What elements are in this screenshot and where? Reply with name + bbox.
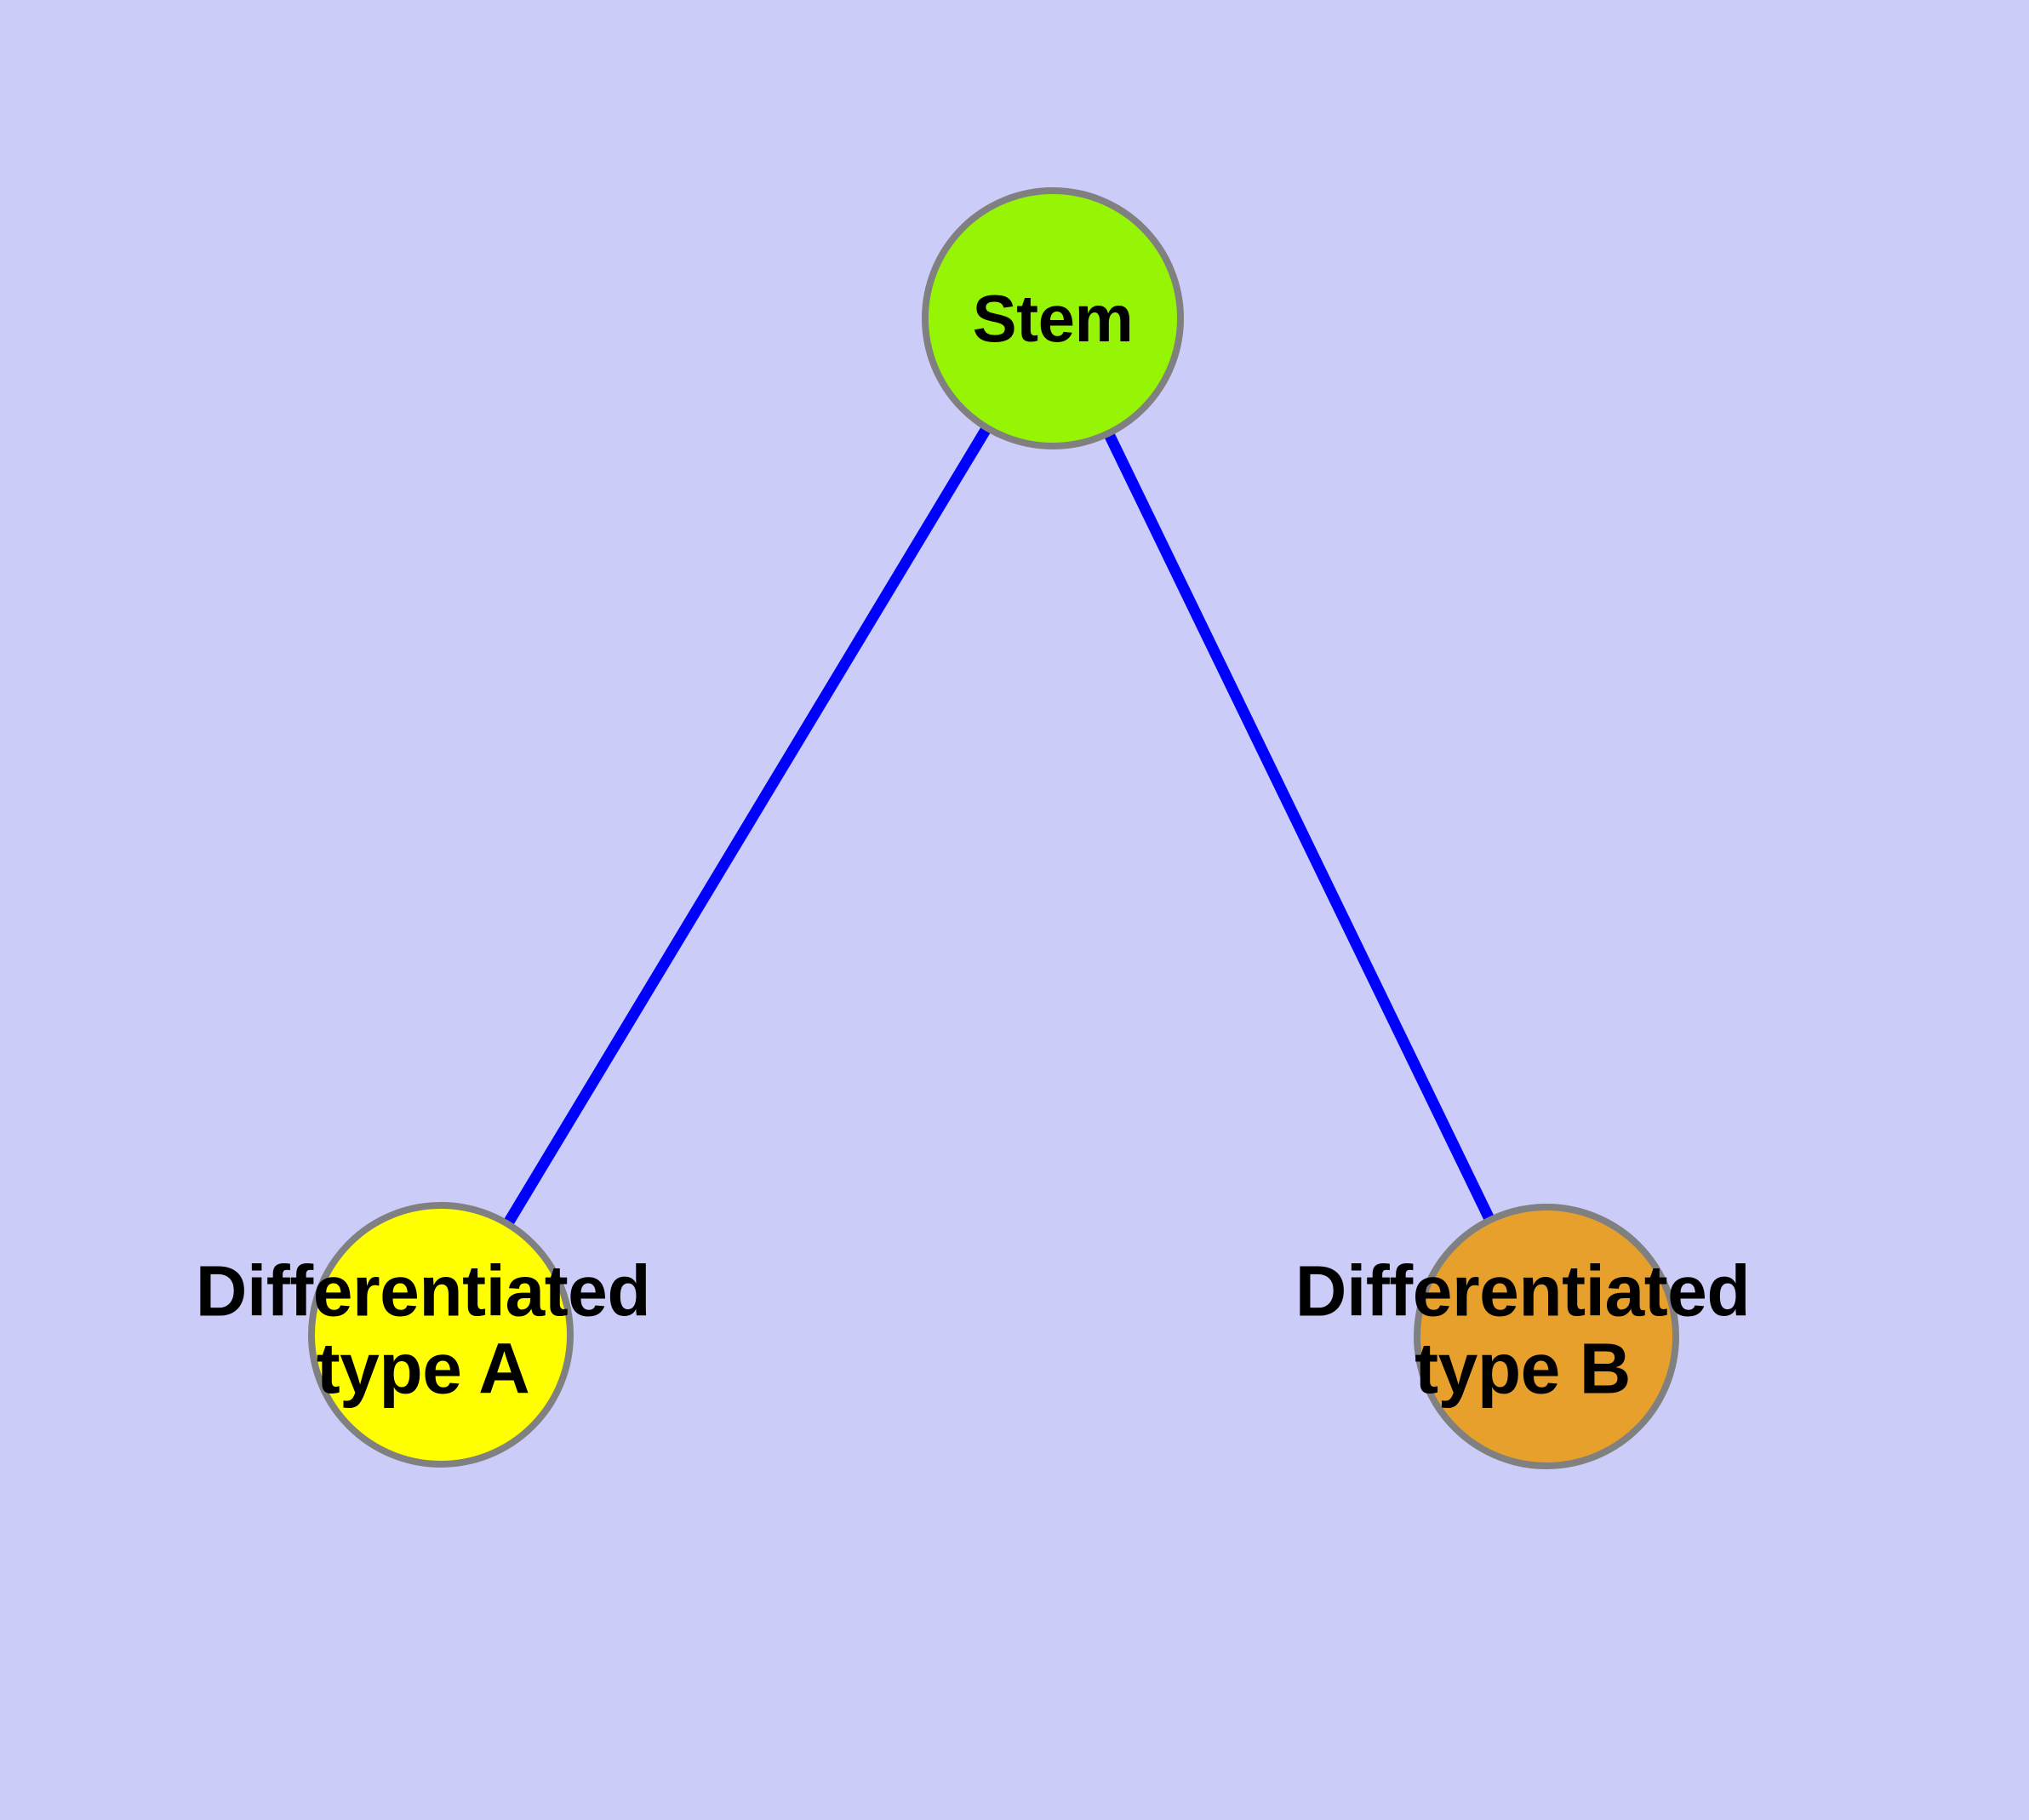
node-stem[interactable] bbox=[922, 187, 1184, 449]
edge-layer bbox=[436, 315, 1552, 1339]
edge-stem-to-diff-a[interactable] bbox=[436, 315, 1058, 1338]
edge-stem-to-diff-b[interactable] bbox=[1048, 316, 1552, 1339]
node-differentiated-type-a[interactable] bbox=[308, 1202, 574, 1468]
node-differentiated-type-b[interactable] bbox=[1414, 1204, 1679, 1469]
node-layer bbox=[308, 187, 1679, 1469]
